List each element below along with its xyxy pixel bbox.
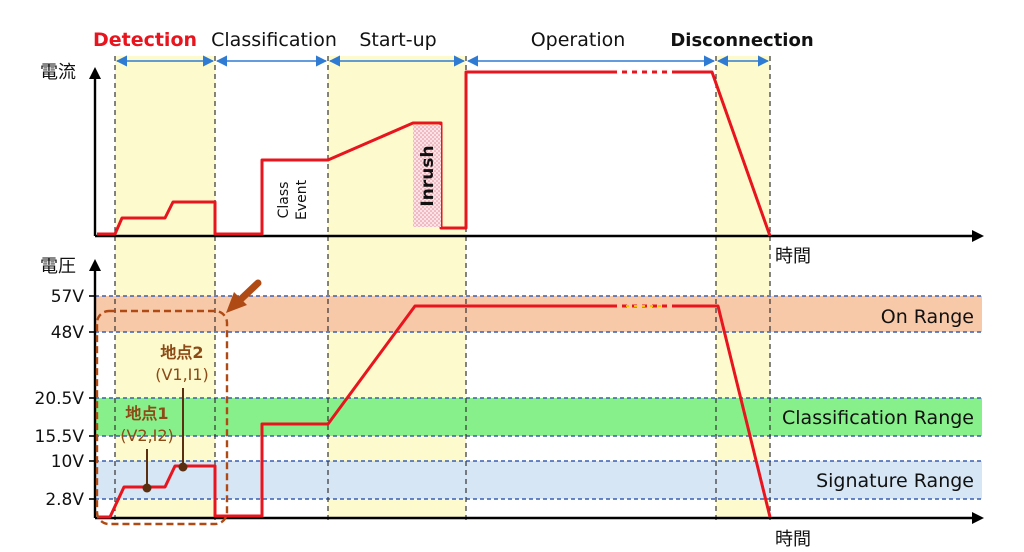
signature-range-band bbox=[95, 461, 982, 499]
point1-coords: (V2,I2) bbox=[120, 426, 174, 445]
signature-range-label: Signature Range bbox=[816, 470, 974, 492]
point1-marker bbox=[142, 483, 152, 493]
voltage-waveform bbox=[97, 304, 612, 519]
voltage-tick-57v: 57V bbox=[51, 287, 85, 307]
point1-title: 地点1 bbox=[125, 404, 168, 423]
classification-range-label: Classification Range bbox=[782, 407, 974, 429]
phase-label-disconnection: Disconnection bbox=[670, 30, 813, 51]
voltage-tick-10v: 10V bbox=[51, 452, 85, 472]
current-axes bbox=[89, 67, 984, 242]
phase-label-detection: Detection bbox=[93, 29, 197, 51]
callout-arrow bbox=[226, 279, 262, 313]
current-waveform bbox=[97, 70, 612, 236]
point2-title: 地点2 bbox=[160, 343, 203, 362]
voltage-tick-20-5v: 20.5V bbox=[35, 389, 85, 409]
class-event-label-line1: Class bbox=[276, 182, 292, 219]
current-waveform-tail bbox=[672, 70, 772, 237]
startup-phase-band bbox=[328, 56, 466, 520]
on-range-label: On Range bbox=[881, 306, 974, 328]
voltage-tick-marks bbox=[89, 295, 95, 500]
inrush-area bbox=[413, 125, 441, 227]
phase-label-startup: Start-up bbox=[359, 29, 436, 51]
voltage-waveform-tail bbox=[672, 304, 772, 518]
classification-range-band bbox=[95, 398, 982, 436]
phase-label-classification: Classification bbox=[211, 29, 337, 51]
voltage-tick-2-8v: 2.8V bbox=[45, 490, 84, 510]
detection-phase-band bbox=[115, 56, 215, 520]
class-event-label-line2: Event bbox=[294, 179, 310, 220]
voltage-axes bbox=[89, 259, 984, 524]
detection-callout-box bbox=[95, 309, 229, 526]
point2-marker bbox=[178, 462, 188, 472]
point2-coords: (V1,I1) bbox=[155, 365, 209, 384]
on-range-band bbox=[95, 296, 982, 332]
time-axis-label-bottom: 時間 bbox=[775, 529, 811, 550]
current-axis-label: 電流 bbox=[40, 62, 76, 83]
voltage-tick-48v: 48V bbox=[51, 323, 85, 343]
inrush-label: Inrush bbox=[418, 145, 438, 206]
voltage-axis-label: 電圧 bbox=[40, 256, 76, 277]
phase-label-operation: Operation bbox=[531, 29, 626, 51]
voltage-tick-15-5v: 15.5V bbox=[35, 427, 85, 447]
time-axis-label-top: 時間 bbox=[775, 246, 811, 267]
disconnection-phase-band bbox=[716, 56, 770, 520]
